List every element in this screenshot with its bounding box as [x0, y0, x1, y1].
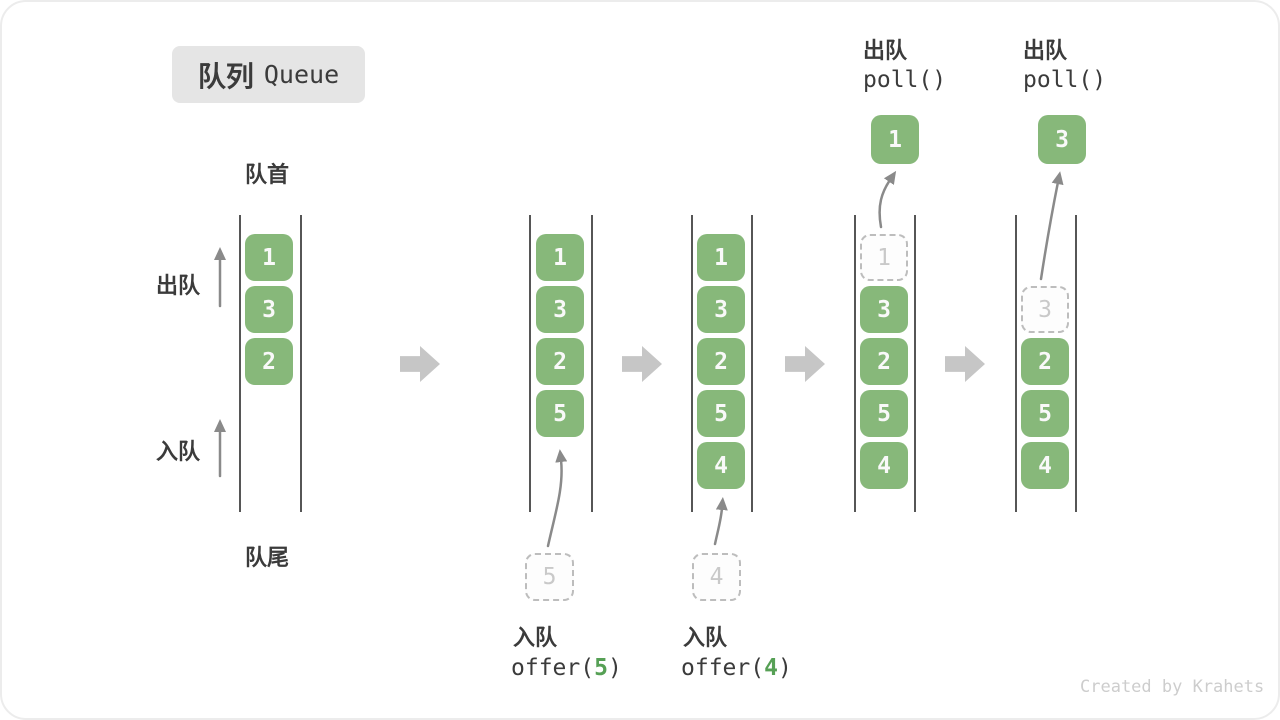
queue-item: 3 — [697, 286, 745, 333]
enqueue-op-label: 入队 — [513, 625, 558, 650]
queue-item: 4 — [1021, 442, 1069, 489]
enqueue-op-code: offer(4) — [681, 655, 792, 681]
queue-item: 2 — [860, 338, 908, 385]
queue-item: 3 — [245, 286, 293, 333]
queue-rear-label: 队尾 — [245, 545, 290, 570]
queue-wall — [300, 215, 302, 512]
poll-arrow-icon — [1039, 171, 1064, 281]
queue-item: 4 — [697, 442, 745, 489]
state-transition-arrow-icon — [622, 346, 662, 382]
popped-item: 1 — [871, 115, 919, 164]
state-transition-arrow-icon — [400, 346, 440, 382]
enqueue-arrow-icon — [713, 497, 728, 546]
queue-front-label: 队首 — [245, 162, 290, 187]
title-zh: 队列 — [197, 60, 254, 92]
dequeue-label: 出队 — [156, 273, 201, 298]
diagram-title: 队列 Queue — [172, 46, 365, 103]
queue-item: 1 — [245, 234, 293, 281]
queue-wall — [751, 215, 753, 512]
state-transition-arrow-icon — [785, 346, 825, 382]
queue-item: 5 — [697, 390, 745, 437]
dequeue-op-code: poll() — [1023, 67, 1107, 93]
queue-wall — [914, 215, 916, 512]
watermark: Created by Krahets — [1080, 677, 1265, 697]
queue-wall — [529, 215, 531, 512]
queue-item: 1 — [536, 234, 584, 281]
code-post: ) — [607, 655, 622, 681]
code-arg: 5 — [594, 655, 608, 681]
queue-wall — [591, 215, 593, 512]
dequeue-op-label: 出队 — [863, 38, 908, 63]
queue-item-removed: 1 — [860, 234, 908, 281]
queue-item: 4 — [860, 442, 908, 489]
code-pre: offer( — [681, 655, 765, 681]
queue-item: 2 — [697, 338, 745, 385]
queue-item-removed: 3 — [1021, 286, 1069, 333]
queue-wall — [1015, 215, 1017, 512]
popped-item: 3 — [1038, 115, 1086, 164]
enqueue-label: 入队 — [156, 439, 201, 464]
queue-item: 5 — [1021, 390, 1069, 437]
enqueue-op-label: 入队 — [683, 625, 728, 650]
queue-item: 5 — [536, 390, 584, 437]
poll-arrow-icon — [878, 170, 897, 229]
state-transition-arrow-icon — [945, 346, 985, 382]
code-post: ) — [777, 655, 792, 681]
code-arg: 4 — [764, 655, 778, 681]
queue-item: 2 — [1021, 338, 1069, 385]
dequeue-op-code: poll() — [863, 67, 947, 93]
enqueue-op-code: offer(5) — [511, 655, 622, 681]
code-pre: offer( — [511, 655, 595, 681]
queue-item: 2 — [536, 338, 584, 385]
queue-item: 1 — [697, 234, 745, 281]
title-en: Queue — [263, 60, 340, 89]
queue-item: 5 — [860, 390, 908, 437]
queue-item: 2 — [245, 338, 293, 385]
pending-item: 5 — [525, 553, 574, 601]
queue-item: 3 — [860, 286, 908, 333]
queue-wall — [1075, 215, 1077, 512]
pending-item: 4 — [692, 553, 741, 601]
queue-wall — [691, 215, 693, 512]
enqueue-arrow-icon — [546, 449, 568, 548]
queue-item: 3 — [536, 286, 584, 333]
dequeue-op-label: 出队 — [1023, 38, 1068, 63]
queue-wall — [854, 215, 856, 512]
queue-wall — [239, 215, 241, 512]
